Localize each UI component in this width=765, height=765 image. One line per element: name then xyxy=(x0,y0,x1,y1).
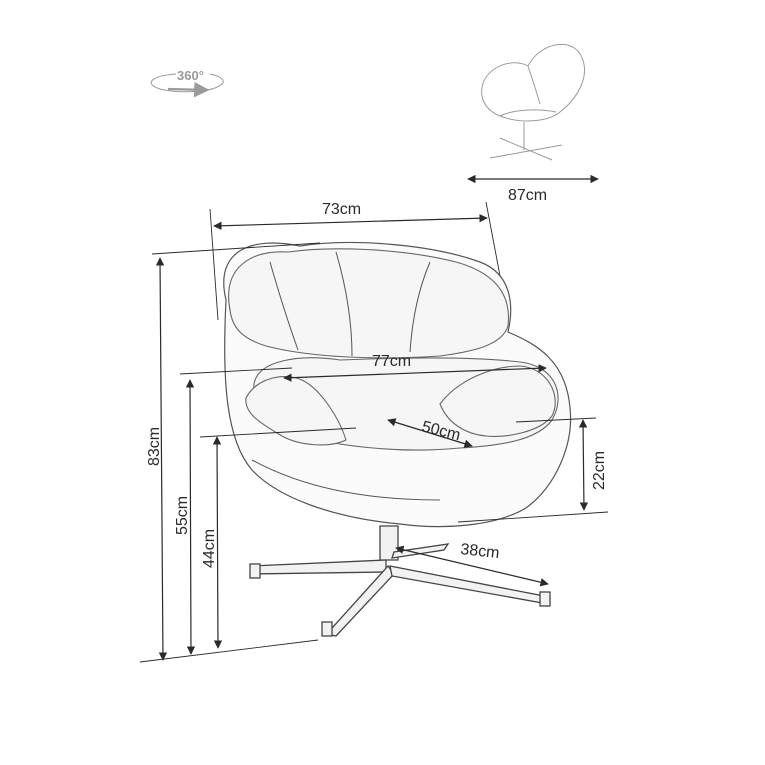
back-width-dimension: 73cm xyxy=(209,201,509,321)
seat-height-dimension: 44cm xyxy=(201,436,223,649)
side-view-chair-thumbnail xyxy=(481,43,586,161)
armrest-height-dimension-label: 55cm xyxy=(174,496,191,535)
armrest-height-dimension: 55cm xyxy=(174,379,196,655)
rotation-label: 360° xyxy=(177,68,204,83)
total-height-dimension: 83cm xyxy=(139,242,321,663)
base-radius-dimension-label: 38cm xyxy=(460,541,501,562)
front-width-dimension: 77cm xyxy=(179,353,547,382)
total-height-dimension-label: 83cm xyxy=(146,427,163,466)
depth-dimension-label: 87cm xyxy=(508,187,547,204)
rotate-360-icon: 360° xyxy=(150,68,224,98)
shell-height-dimension: 22cm xyxy=(457,419,609,523)
shell-height-dimension-label: 22cm xyxy=(591,451,608,490)
base-radius-dimension: 38cm xyxy=(395,541,549,587)
chair-drawing xyxy=(223,241,572,637)
front-width-dimension-label: 77cm xyxy=(372,353,411,370)
back-width-dimension-label: 73cm xyxy=(322,201,361,218)
depth-dimension: 87cm xyxy=(467,174,599,204)
seat-height-dimension-label: 44cm xyxy=(201,529,218,568)
